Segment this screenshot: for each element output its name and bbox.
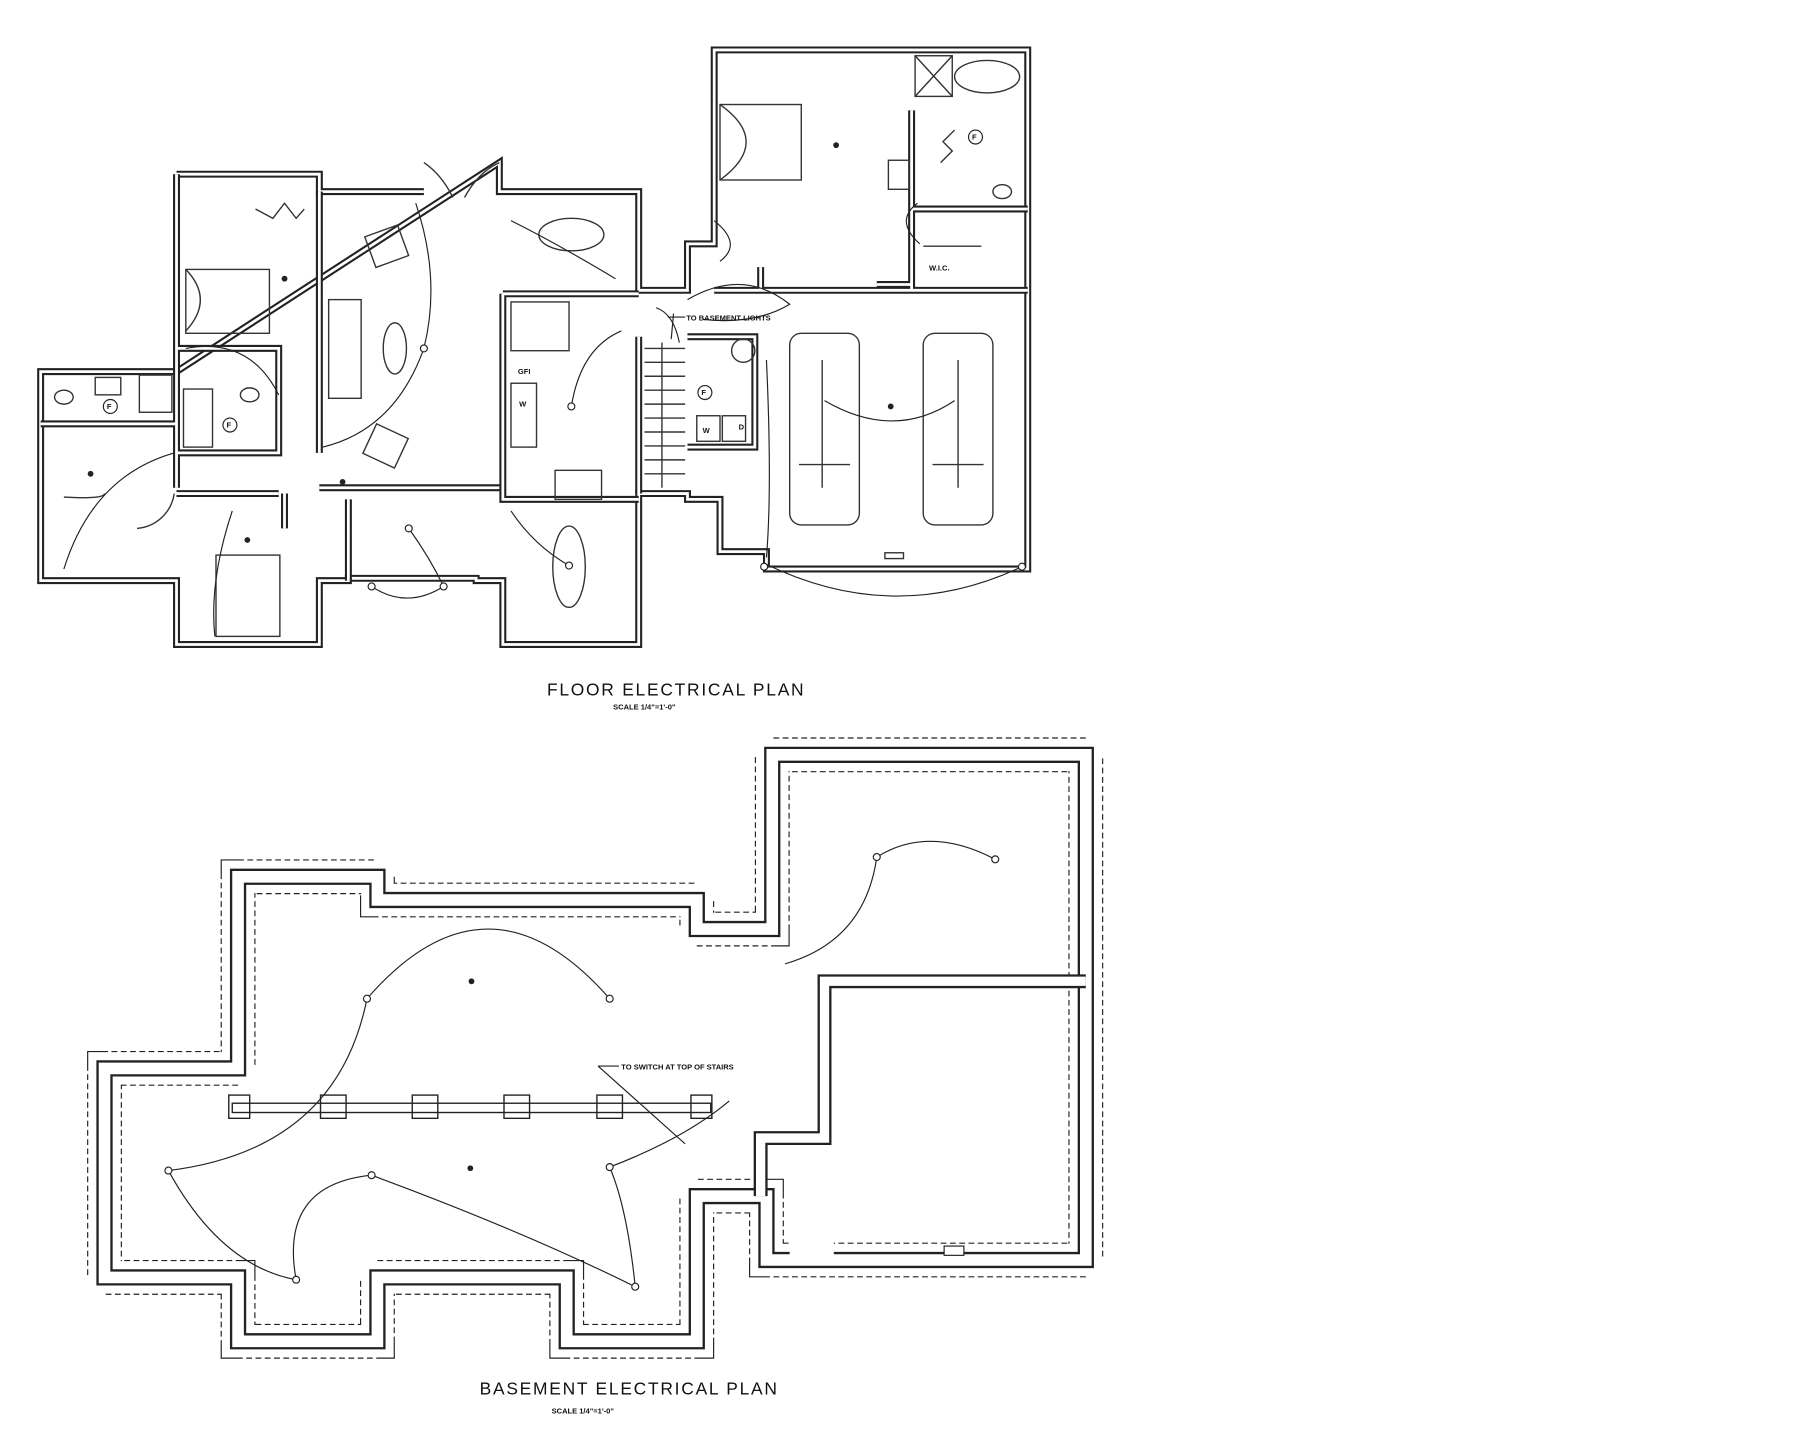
basement-beam [228,1094,713,1120]
fan-label: F [226,420,231,429]
floor-fixtures [53,55,1021,638]
basement-light-fixtures [164,852,1000,1291]
floor-electrical-plan: F F F F GFI W D W W.I.C. TO BASEMENT LIG… [37,46,1032,712]
floor-light-fixtures: F F F F GFI W D W W.I.C. TO BASEMENT LIG… [87,129,1026,591]
basement-walls [87,737,1104,1359]
washer-label: W [703,426,711,435]
gfi-label: GFI [518,367,531,376]
basement-wiring [167,840,996,1288]
basement-plan-title: BASEMENT ELECTRICAL PLAN [480,1379,779,1399]
floor-plan-title: FLOOR ELECTRICAL PLAN [547,680,805,700]
wic-label: W.I.C. [929,264,950,273]
fan-label: F [972,132,977,141]
dryer-label: D [739,423,745,432]
fan-label: F [107,402,112,411]
switch-note: TO SWITCH AT TOP OF STAIRS [621,1063,733,1072]
basement-electrical-plan: TO SWITCH AT TOP OF STAIRS BASEMENT ELEC… [87,737,1104,1415]
floor-wiring [63,202,1023,637]
basement-lights-note: TO BASEMENT LIGHTS [686,314,770,323]
fan-label: F [701,388,706,397]
floor-walls [37,46,1032,648]
basement-plan-scale: SCALE 1/4"=1'-0" [552,1406,615,1415]
dishwasher-label: W [519,399,527,408]
floor-plan-scale: SCALE 1/4"=1'-0" [613,703,676,712]
